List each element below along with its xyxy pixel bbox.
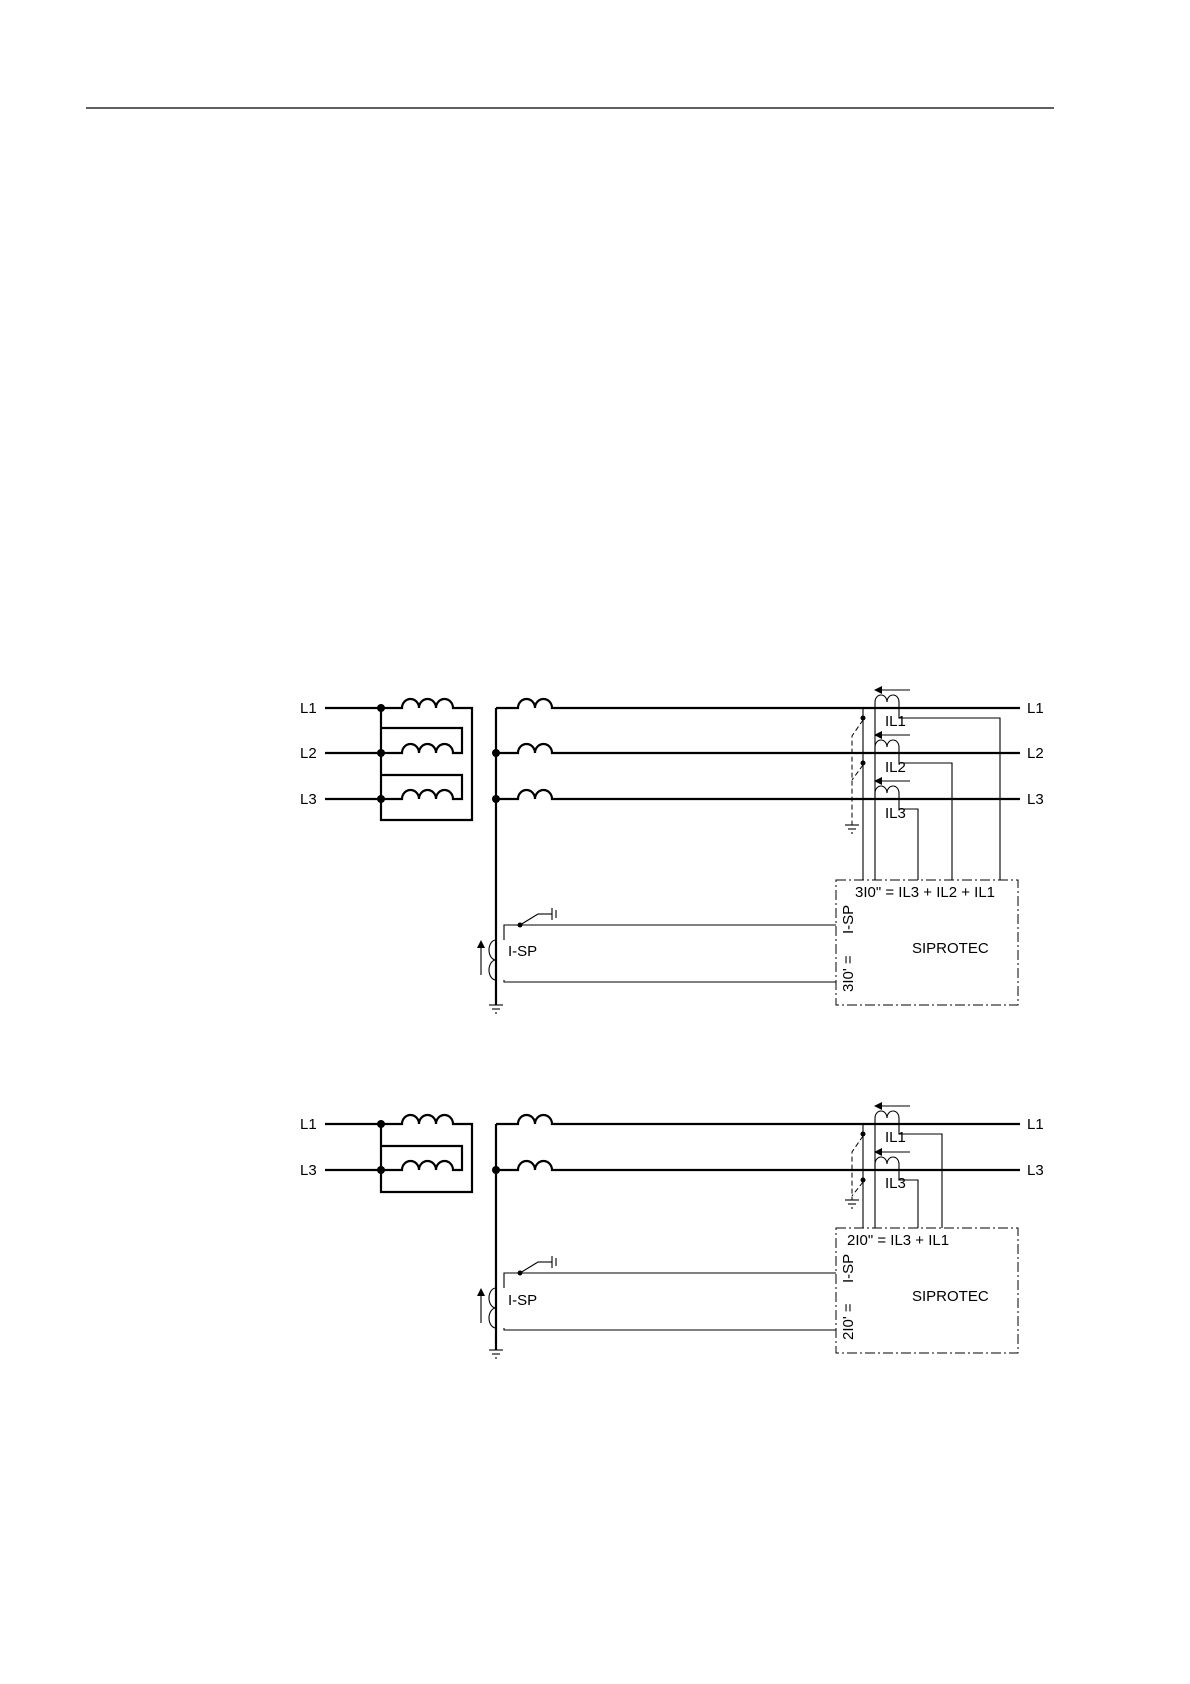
- ct-label-il3: IL3: [885, 1175, 906, 1192]
- line-current-transformers: IL1 IL3: [845, 1102, 942, 1228]
- sum-formula: 3I0" = IL3 + IL2 + IL1: [855, 884, 995, 901]
- input-label-3i0: 3I0' =: [840, 955, 857, 992]
- label-left-l3: L3: [300, 1162, 317, 1179]
- diagram-two-phase: L1 L3 L1 L3 IL1 IL3: [300, 1102, 1044, 1358]
- diagram-three-phase: L1 L2 L3 L1 L2 L3: [300, 686, 1044, 1013]
- input-label-2i0: 2I0' =: [840, 1303, 857, 1340]
- label-left-l3: L3: [300, 791, 317, 808]
- ct-label-il1: IL1: [885, 713, 906, 730]
- device-label: SIPROTEC: [912, 1288, 989, 1305]
- input-label-isp: I-SP: [840, 905, 857, 934]
- siprotec-device: 3I0" = IL3 + IL2 + IL1 SIPROTEC I-SP 3I0…: [836, 880, 1018, 1005]
- starpoint-ct-label: I-SP: [508, 943, 537, 960]
- line-current-transformers: IL1 IL2 IL3: [845, 686, 1000, 880]
- sum-formula: 2I0" = IL3 + IL1: [847, 1232, 949, 1249]
- ct-label-il2: IL2: [885, 759, 906, 776]
- star-winding: [492, 699, 1020, 1005]
- label-right-l1: L1: [1027, 700, 1044, 717]
- label-right-l2: L2: [1027, 745, 1044, 762]
- starpoint-ct-label: I-SP: [508, 1292, 537, 1309]
- label-right-l3: L3: [1027, 1162, 1044, 1179]
- label-left-l1: L1: [300, 700, 317, 717]
- delta-winding: [377, 1115, 472, 1192]
- label-left-l1: L1: [300, 1116, 317, 1133]
- device-label: SIPROTEC: [912, 940, 989, 957]
- ct-label-il3: IL3: [885, 805, 906, 822]
- label-left-l2: L2: [300, 745, 317, 762]
- starpoint-current-transformer: I-SP: [477, 1256, 836, 1358]
- label-right-l1: L1: [1027, 1116, 1044, 1133]
- label-right-l3: L3: [1027, 791, 1044, 808]
- siprotec-device: 2I0" = IL3 + IL1 SIPROTEC I-SP 2I0' =: [836, 1228, 1018, 1353]
- delta-winding: [377, 699, 472, 820]
- ct-label-il1: IL1: [885, 1129, 906, 1146]
- input-label-isp: I-SP: [840, 1254, 857, 1283]
- starpoint-current-transformer: I-SP: [477, 908, 836, 1013]
